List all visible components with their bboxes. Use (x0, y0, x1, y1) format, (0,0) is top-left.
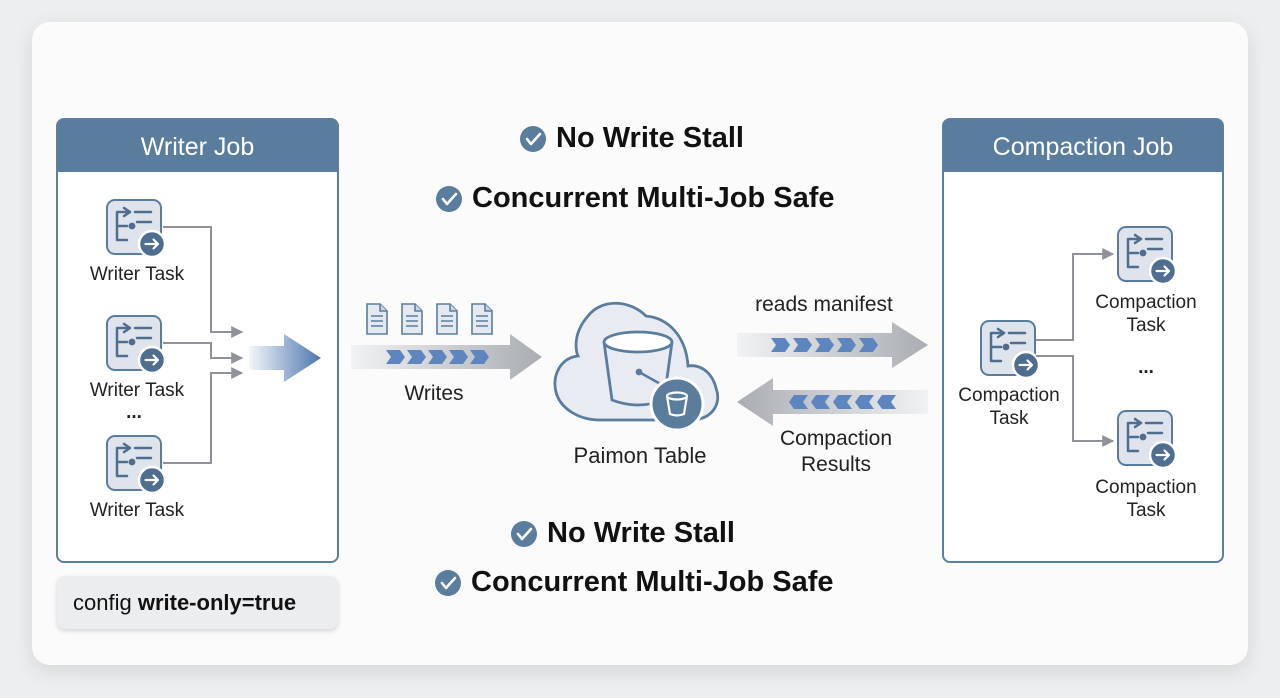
compaction-job-title: Compaction Job (944, 120, 1222, 172)
compaction-connectors (1036, 248, 1115, 447)
compaction-ellipsis: ... (1138, 357, 1154, 378)
compaction-results-label-1: Compaction (779, 427, 893, 450)
writer-task-icon-1 (105, 198, 167, 259)
check-icon (511, 521, 537, 547)
writer-task-label-3: Writer Task (89, 500, 185, 521)
compaction-task-label-2b: Task (1126, 500, 1166, 521)
document-icon-1 (366, 303, 388, 335)
results-chevrons (789, 395, 896, 409)
benefit-bottom-2: Concurrent Multi-Job Safe (471, 566, 834, 598)
compaction-results-arrow (737, 378, 928, 426)
writer-ellipsis: ... (126, 402, 142, 423)
compaction-source-label-1: Compaction (958, 385, 1060, 406)
compaction-task-label-1a: Compaction (1095, 292, 1197, 313)
writer-job-title: Writer Job (58, 120, 337, 172)
writer-output-arrow (249, 334, 321, 382)
writer-task-label-1: Writer Task (89, 264, 185, 285)
config-value: write-only=true (137, 590, 297, 615)
check-icon (435, 570, 461, 596)
config-box: config write-only=true (57, 576, 338, 629)
writer-task-icon-2 (105, 314, 167, 375)
compaction-task-icon-1 (1116, 225, 1178, 286)
check-icon (520, 126, 546, 152)
config-prefix: config (73, 590, 138, 615)
benefit-top-1: No Write Stall (556, 122, 744, 154)
compaction-source-label-2: Task (989, 408, 1029, 429)
benefit-top-2: Concurrent Multi-Job Safe (472, 182, 835, 214)
compaction-results-label-2: Results (800, 453, 872, 476)
paimon-table-icon (553, 301, 719, 432)
writer-task-icon-3 (105, 434, 167, 495)
writer-connectors (163, 226, 244, 464)
config-text: config write-only=true (73, 590, 296, 616)
writes-label: Writes (404, 382, 464, 405)
document-icon-2 (401, 303, 423, 335)
compaction-task-icon-2 (1116, 409, 1178, 470)
paimon-table-label: Paimon Table (573, 443, 707, 468)
compaction-task-label-2a: Compaction (1095, 477, 1197, 498)
writer-task-label-2: Writer Task (89, 380, 185, 401)
compaction-task-label-1b: Task (1126, 315, 1166, 336)
reads-chevrons (771, 338, 878, 352)
document-icon-3 (436, 303, 458, 335)
writes-chevrons (386, 350, 489, 364)
compaction-source-task-icon (979, 319, 1041, 380)
document-icon-4 (471, 303, 493, 335)
check-icon (436, 186, 462, 212)
benefit-bottom-1: No Write Stall (547, 517, 735, 549)
reads-manifest-label: reads manifest (755, 293, 893, 316)
